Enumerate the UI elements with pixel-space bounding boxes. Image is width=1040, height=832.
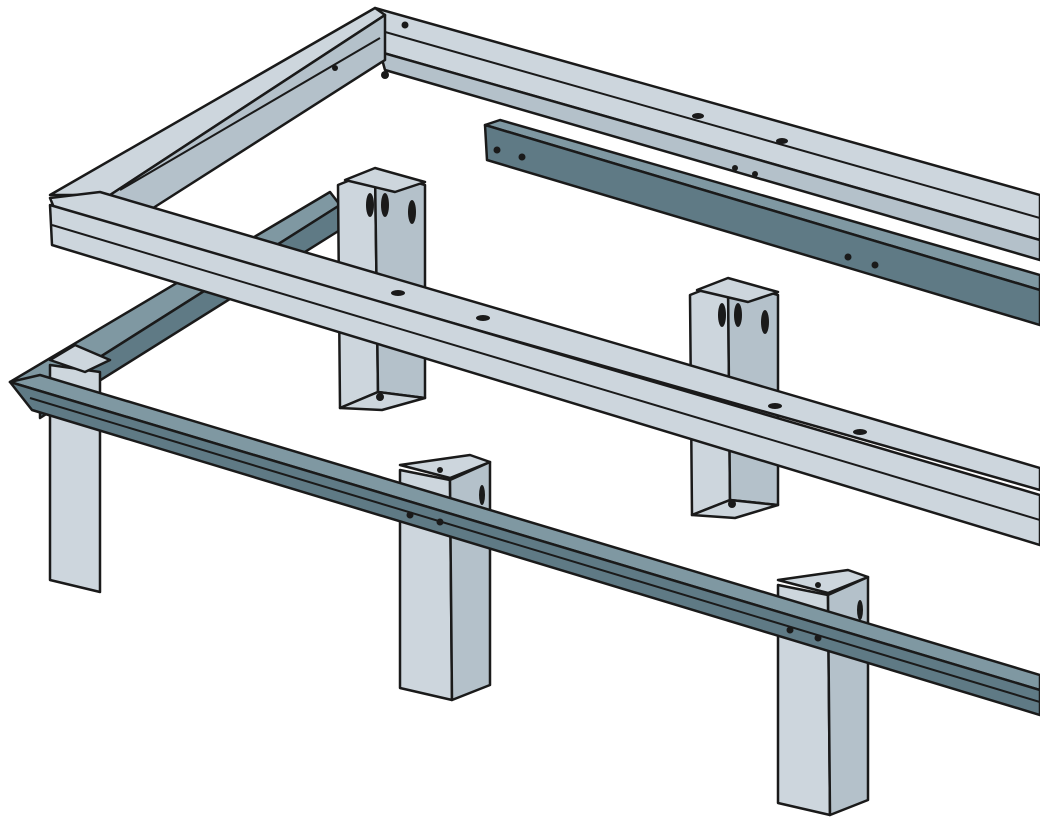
- lower-front-rail: [8, 373, 1040, 717]
- dark-cross-bar: [483, 118, 1040, 327]
- top-frame-front-beam: [48, 190, 1040, 547]
- top-frame-rear-beam: [373, 6, 1040, 262]
- top-frame-left-beam: [48, 6, 387, 212]
